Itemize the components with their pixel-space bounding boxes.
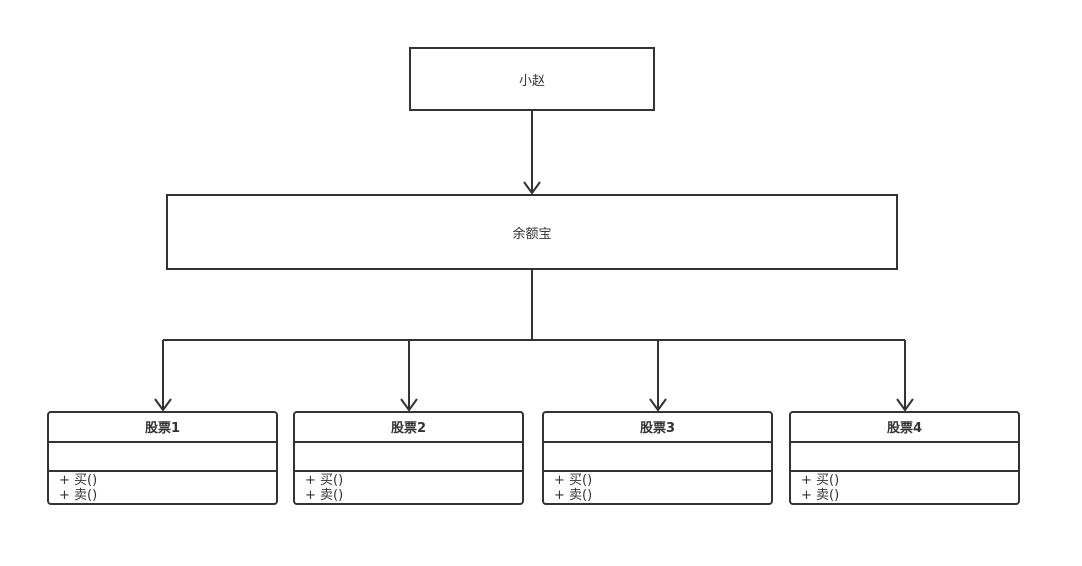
node-yuebao-label: 余额宝 [512,226,552,242]
method-sell: + 卖() [305,488,344,503]
class-stock-2-methods: + 买() + 卖() [295,472,522,503]
method-buy: + 买() [305,473,344,488]
class-stock-1-attributes [49,443,276,472]
node-yuebao[interactable]: 余额宝 [166,194,898,270]
method-buy: + 买() [59,473,98,488]
method-buy: + 买() [554,473,593,488]
node-xiaozhao[interactable]: 小赵 [409,47,655,111]
arrowhead-class-4 [896,398,914,412]
class-stock-3-name: 股票3 [544,413,771,443]
class-stock-2-name: 股票2 [295,413,522,443]
arrowhead-class-3 [649,398,667,412]
class-stock-1-methods: + 买() + 卖() [49,472,276,503]
class-stock-4[interactable]: 股票4 + 买() + 卖() [789,411,1020,505]
arrowhead-middle [523,181,541,195]
method-sell: + 卖() [801,488,840,503]
node-xiaozhao-label: 小赵 [518,73,545,89]
arrowhead-class-2 [400,398,418,412]
class-stock-4-methods: + 买() + 卖() [791,472,1018,503]
method-sell: + 卖() [554,488,593,503]
class-stock-2-attributes [295,443,522,472]
class-stock-1-name: 股票1 [49,413,276,443]
arrowhead-class-1 [154,398,172,412]
method-buy: + 买() [801,473,840,488]
class-stock-2[interactable]: 股票2 + 买() + 卖() [293,411,524,505]
class-stock-4-attributes [791,443,1018,472]
class-stock-3-attributes [544,443,771,472]
class-stock-4-name: 股票4 [791,413,1018,443]
class-stock-3-methods: + 买() + 卖() [544,472,771,503]
method-sell: + 卖() [59,488,98,503]
class-stock-1[interactable]: 股票1 + 买() + 卖() [47,411,278,505]
class-stock-3[interactable]: 股票3 + 买() + 卖() [542,411,773,505]
